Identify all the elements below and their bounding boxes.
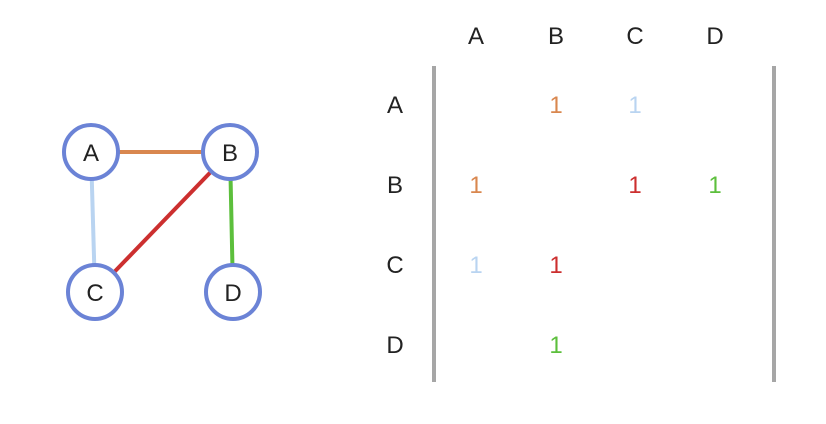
column-label-c: C — [626, 23, 643, 50]
row-label-b: B — [387, 172, 403, 199]
edge-b-c — [93, 150, 232, 294]
node-b: B — [201, 123, 259, 181]
matrix-cell-c-b: 1 — [549, 252, 562, 279]
column-label-b: B — [548, 23, 564, 50]
node-label: A — [83, 140, 99, 167]
matrix-cells: 1 1 1 1 1 1 1 1 — [469, 92, 721, 359]
row-label-c: C — [386, 252, 403, 279]
node-label: B — [222, 140, 238, 167]
graph: A B C D — [62, 123, 262, 321]
node-circle — [201, 123, 259, 181]
node-circle — [62, 123, 120, 181]
matrix-cell-b-d: 1 — [708, 172, 721, 199]
node-d: D — [204, 263, 262, 321]
matrix-cell-d-b: 1 — [549, 332, 562, 359]
matrix-column-labels: A B C D — [468, 23, 724, 50]
matrix-cell-c-a: 1 — [469, 252, 482, 279]
adjacency-matrix: A B C D A B C D 1 1 1 1 1 1 1 1 — [386, 23, 776, 382]
row-label-a: A — [387, 92, 403, 119]
node-c: C — [66, 263, 124, 321]
matrix-cell-b-a: 1 — [469, 172, 482, 199]
node-circle — [204, 263, 262, 321]
matrix-cell-b-c: 1 — [628, 172, 641, 199]
matrix-cell-a-b: 1 — [549, 92, 562, 119]
graph-nodes: A B C D — [62, 123, 262, 321]
matrix-brackets — [432, 66, 776, 382]
node-a: A — [62, 123, 120, 181]
node-circle — [66, 263, 124, 321]
node-label: C — [86, 280, 103, 307]
matrix-row-labels: A B C D — [386, 92, 403, 359]
column-label-d: D — [706, 23, 723, 50]
row-label-d: D — [386, 332, 403, 359]
matrix-cell-a-c: 1 — [628, 92, 641, 119]
node-label: D — [224, 280, 241, 307]
column-label-a: A — [468, 23, 484, 50]
